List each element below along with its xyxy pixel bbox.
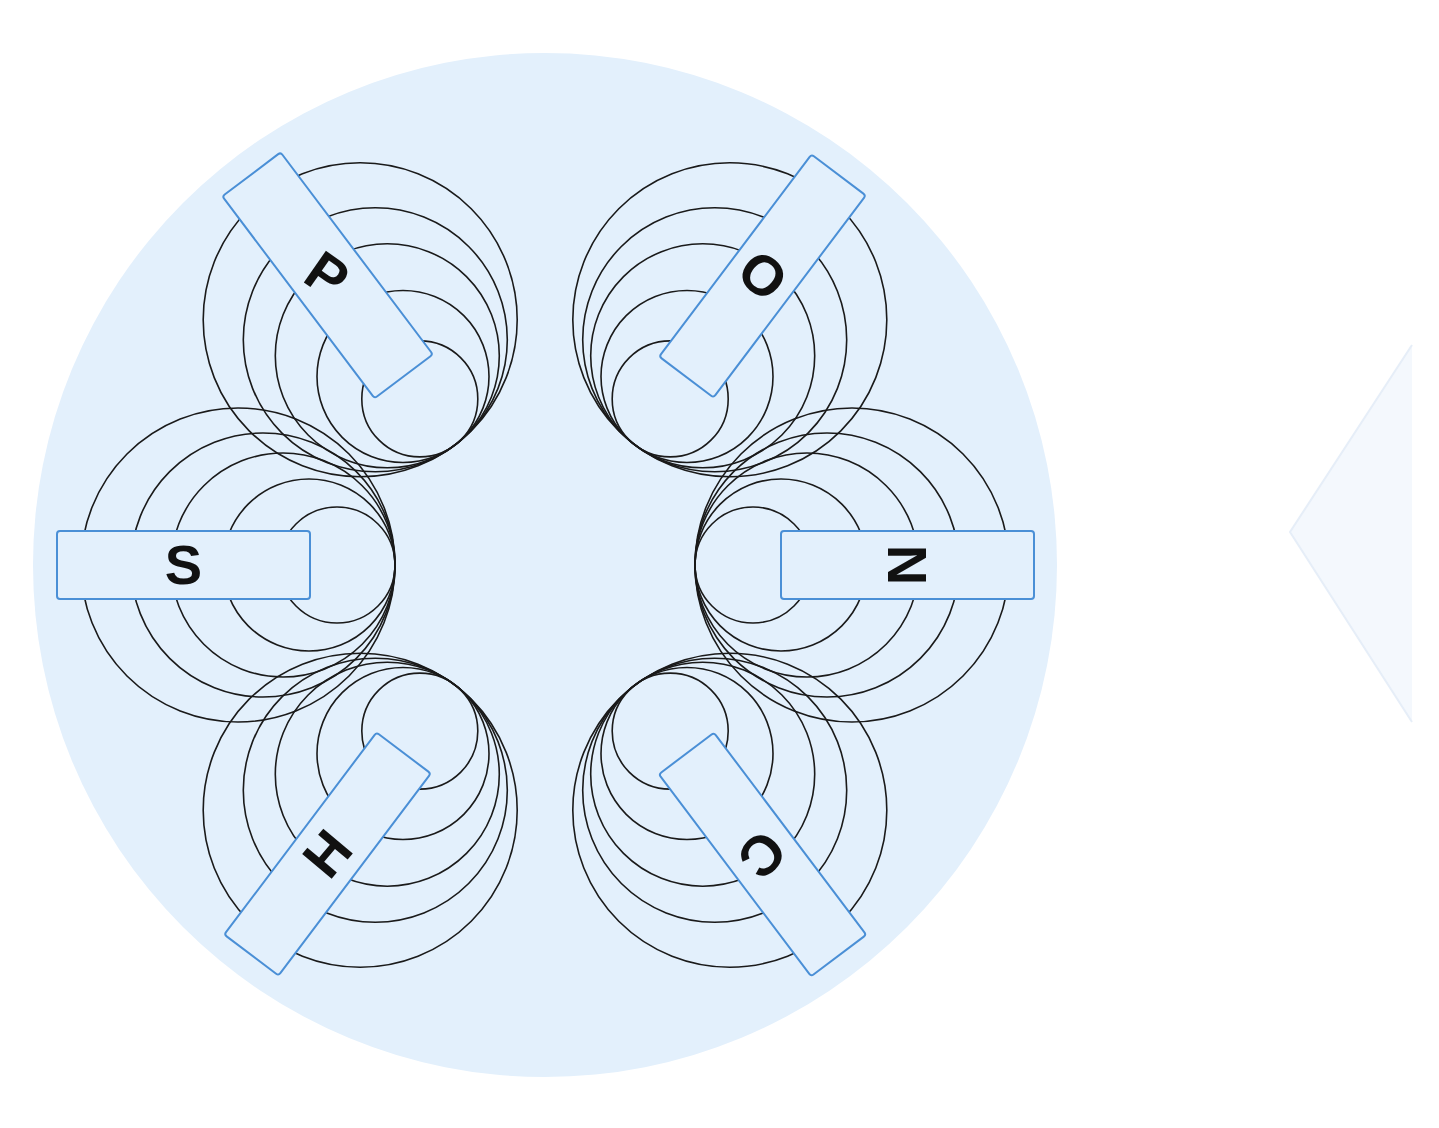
magnet-label: C <box>729 820 797 888</box>
magnet-label: N <box>879 545 935 585</box>
magnet-label: S <box>164 537 201 593</box>
chevron <box>1290 345 1412 722</box>
background-disc <box>33 53 1057 1077</box>
magnet-bar: S <box>56 530 311 600</box>
magnet-label: P <box>296 242 359 309</box>
magnet-bar: N <box>780 530 1035 600</box>
magnet-label: O <box>728 240 797 311</box>
magnet-label: H <box>293 821 362 888</box>
